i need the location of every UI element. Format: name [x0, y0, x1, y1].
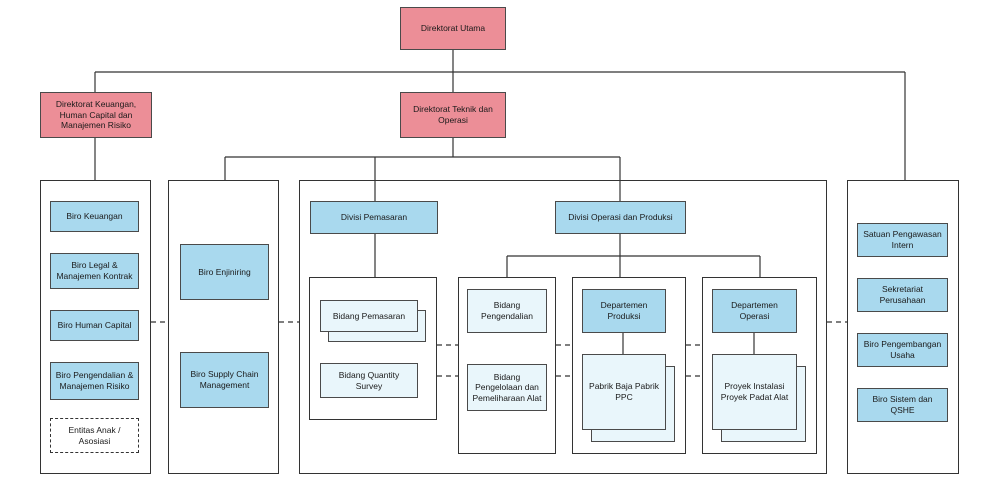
finance-units-panel: [40, 180, 151, 474]
departemen-operasi-label: Departemen Operasi: [731, 300, 778, 321]
spi-label: Satuan Pengawasan Intern: [863, 229, 942, 250]
bidang-pemasaran-label: Bidang Pemasaran: [332, 310, 406, 321]
divisi-operasi-label: Divisi Operasi dan Produksi: [568, 212, 673, 223]
marketing-subpanel: [309, 277, 437, 420]
bidang-pengendalian-label: Bidang Pengendalian: [481, 300, 533, 321]
biro-legal-box: Biro Legal & Manajemen Kontrak: [50, 253, 139, 289]
bidang-quantity-survey-box: Bidang Quantity Survey: [320, 363, 418, 398]
finance-director-box: Direktorat Keuangan, Human Capital dan M…: [40, 92, 152, 138]
biro-enjiniring-box: Biro Enjiniring: [180, 244, 269, 300]
proyek-box: Proyek Instalasi Proyek Padat Alat: [712, 354, 797, 430]
biro-human-capital-box: Biro Human Capital: [50, 310, 139, 341]
finance-director-label: Direktorat Keuangan, Human Capital dan M…: [55, 99, 137, 131]
biro-keuangan-label: Biro Keuangan: [66, 211, 123, 222]
bidang-pengendalian-box: Bidang Pengendalian: [467, 289, 547, 333]
biro-pengembangan-label: Biro Pengembangan Usaha: [863, 339, 942, 360]
bidang-pengelolaan-label: Bidang Pengelolaan dan Pemeliharaan Alat: [472, 371, 542, 403]
tech-director-box: Direktorat Teknik dan Operasi: [400, 92, 506, 138]
biro-enjiniring-label: Biro Enjiniring: [198, 266, 251, 277]
sekretariat-label: Sekretariat Perusahaan: [879, 284, 926, 305]
departemen-produksi-label: Departemen Produksi: [600, 300, 648, 321]
entitas-anak-box: Entitas Anak / Asosiasi: [50, 418, 139, 453]
biro-human-capital-label: Biro Human Capital: [57, 320, 132, 331]
divisions-panel: [299, 180, 827, 474]
proyek-label: Proyek Instalasi Proyek Padat Alat: [720, 381, 789, 402]
biro-pengendalian-box: Biro Pengendalian & Manajemen Risiko: [50, 362, 139, 400]
bidang-pemasaran-box: Bidang Pemasaran: [320, 300, 418, 332]
engineering-units-panel: [168, 180, 279, 474]
operations-subpanel: [702, 277, 817, 454]
biro-pengendalian-label: Biro Pengendalian & Manajemen Risiko: [55, 370, 134, 391]
pabrik-label: Pabrik Baja Pabrik PPC: [589, 381, 659, 402]
direktorat-utama-label: Direktorat Utama: [420, 23, 486, 34]
divisi-pemasaran-box: Divisi Pemasaran: [310, 201, 438, 234]
biro-pengembangan-box: Biro Pengembangan Usaha: [857, 333, 948, 367]
biro-legal-label: Biro Legal & Manajemen Kontrak: [56, 260, 133, 281]
biro-qshe-label: Biro Sistem dan QSHE: [872, 394, 933, 415]
sekretariat-box: Sekretariat Perusahaan: [857, 278, 948, 312]
divisi-operasi-box: Divisi Operasi dan Produksi: [555, 201, 686, 234]
production-subpanel: [572, 277, 686, 454]
direktorat-utama-box: Direktorat Utama: [400, 7, 506, 50]
tech-director-label: Direktorat Teknik dan Operasi: [413, 104, 493, 125]
bidang-pengelolaan-box: Bidang Pengelolaan dan Pemeliharaan Alat: [467, 364, 547, 411]
biro-qshe-box: Biro Sistem dan QSHE: [857, 388, 948, 422]
control-subpanel: [458, 277, 556, 454]
corporate-units-panel: [847, 180, 959, 474]
pabrik-box: Pabrik Baja Pabrik PPC: [582, 354, 666, 430]
biro-keuangan-box: Biro Keuangan: [50, 201, 139, 232]
entitas-anak-label: Entitas Anak / Asosiasi: [68, 424, 121, 446]
departemen-operasi-box: Departemen Operasi: [712, 289, 797, 333]
divisi-pemasaran-label: Divisi Pemasaran: [340, 212, 408, 223]
departemen-produksi-box: Departemen Produksi: [582, 289, 666, 333]
bidang-quantity-survey-label: Bidang Quantity Survey: [338, 369, 400, 391]
biro-supply-chain-label: Biro Supply Chain Management: [190, 369, 259, 390]
spi-box: Satuan Pengawasan Intern: [857, 223, 948, 257]
biro-supply-chain-box: Biro Supply Chain Management: [180, 352, 269, 408]
